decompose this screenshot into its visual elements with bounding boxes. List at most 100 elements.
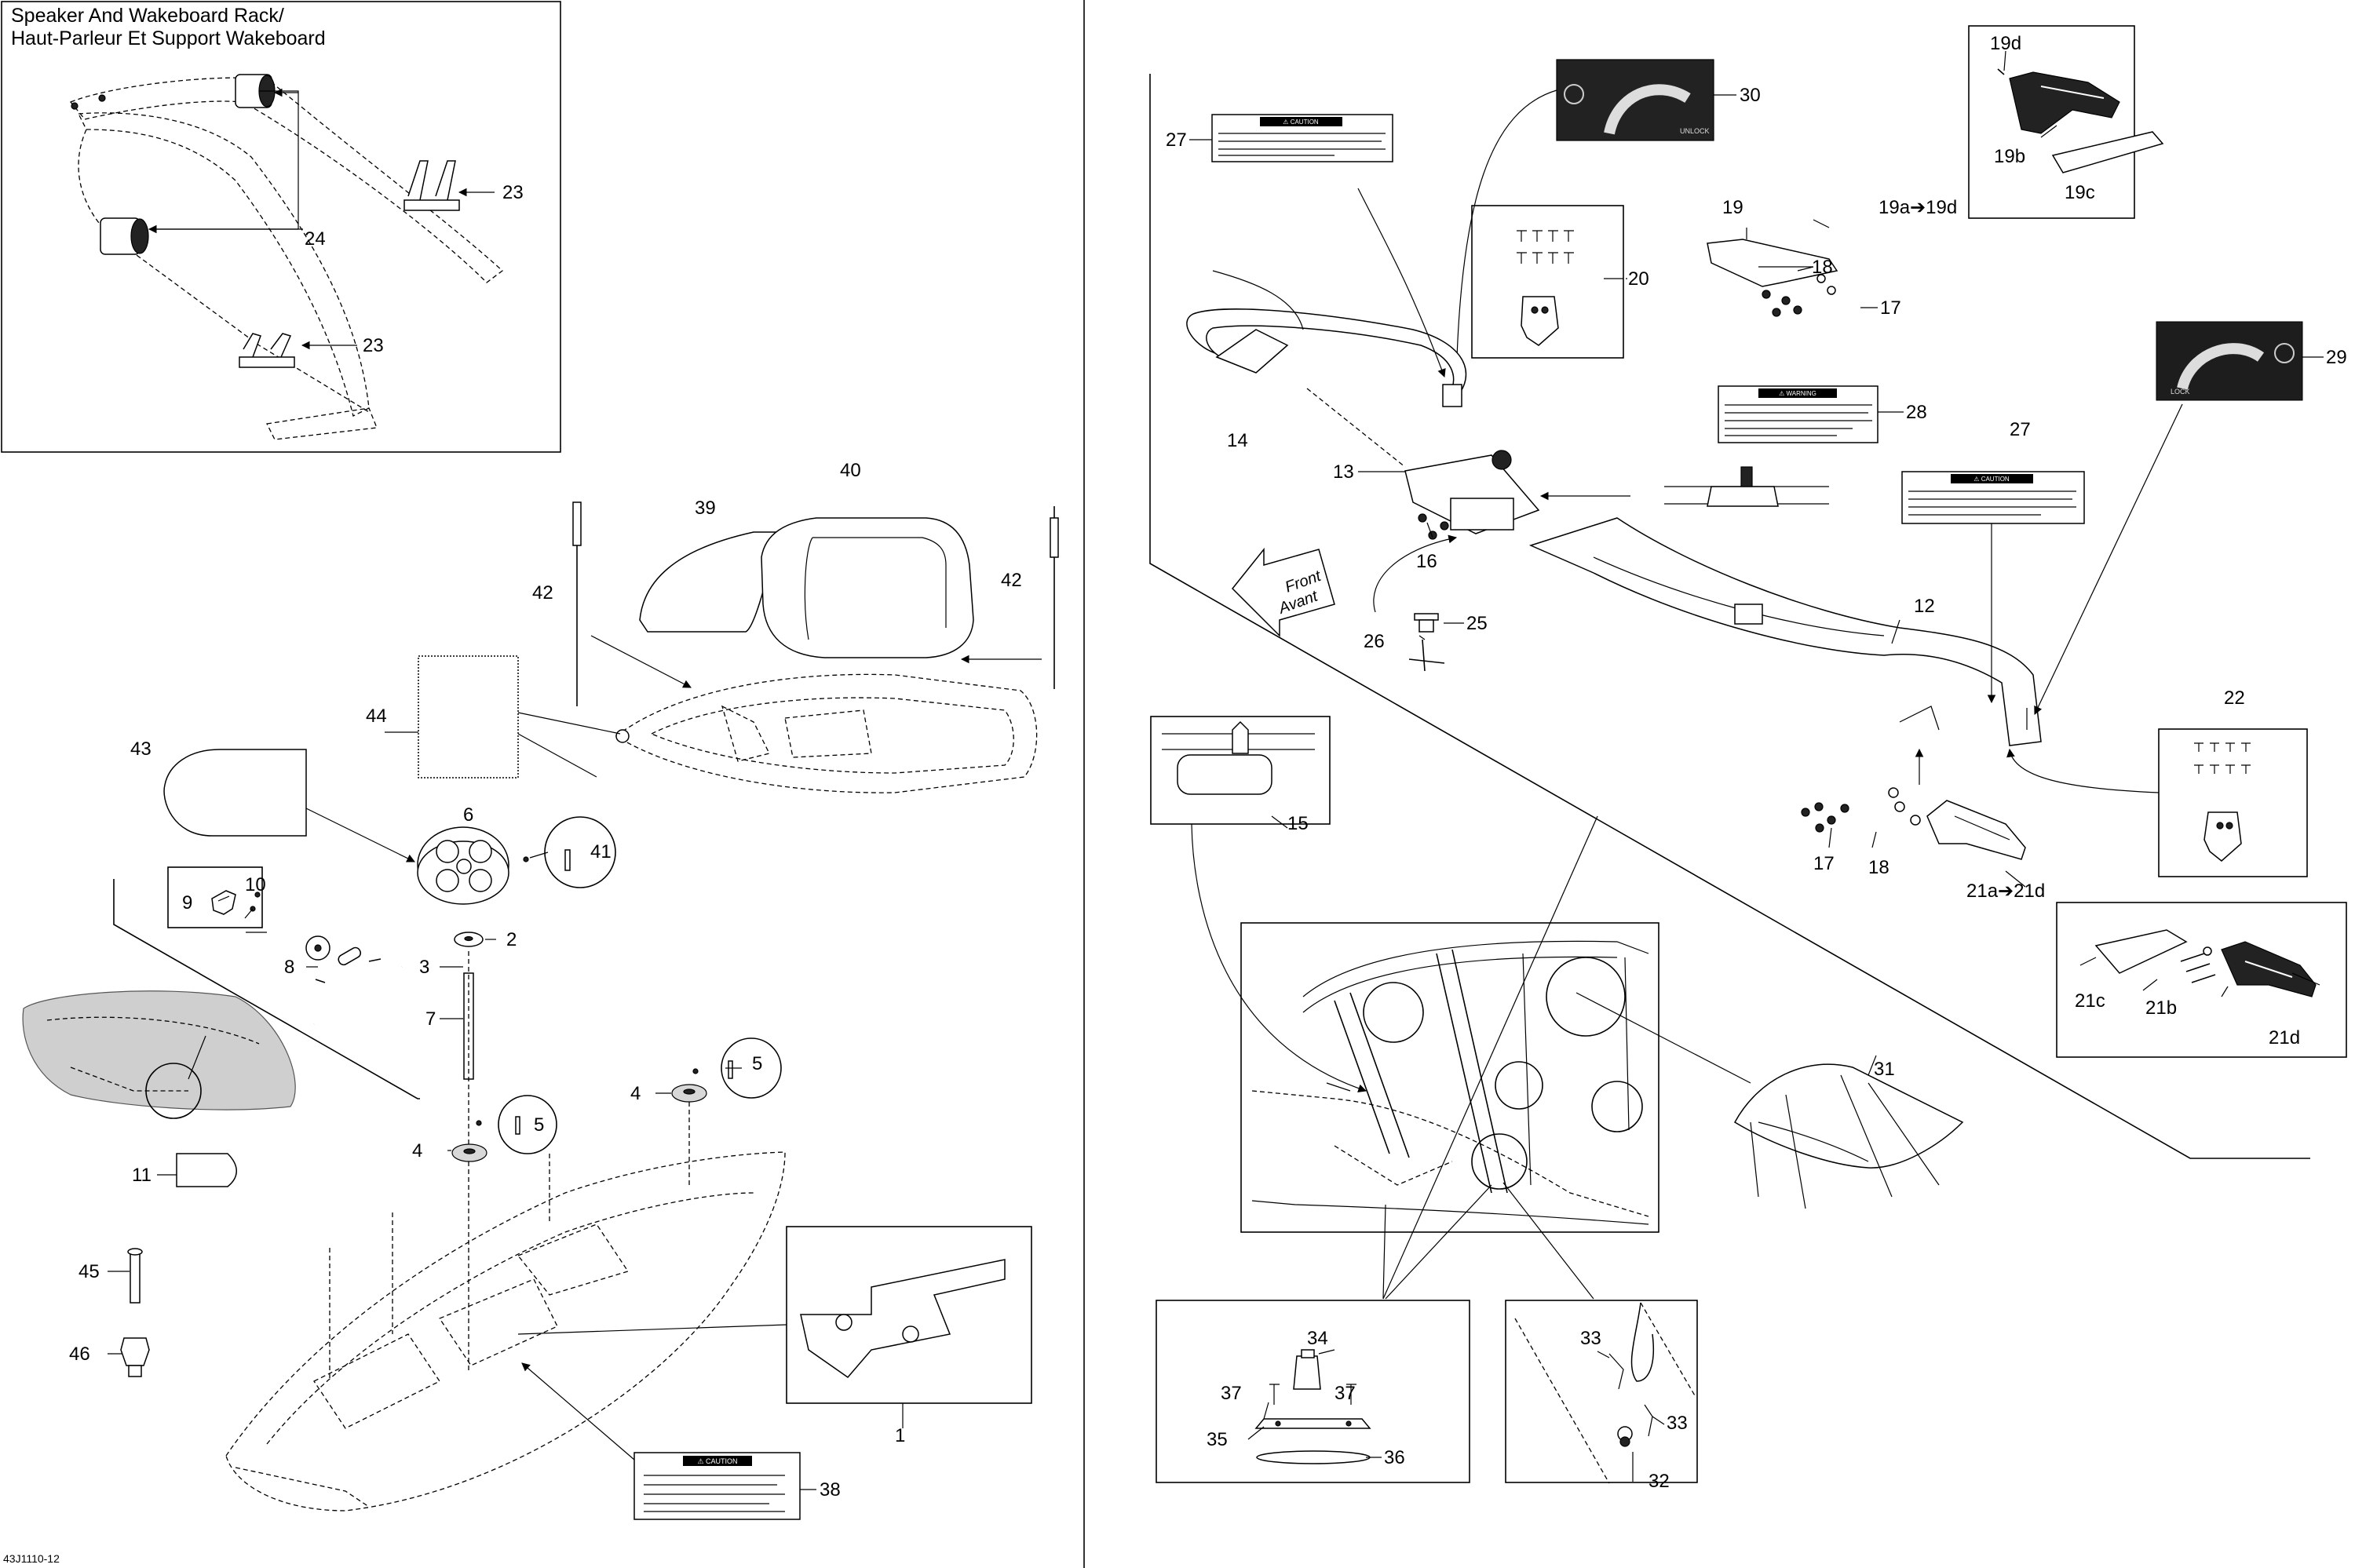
decal-38-caution-text: ⚠ CAUTION: [697, 1457, 737, 1465]
callout-17-lower: 17: [1813, 853, 1835, 874]
callout-15: 15: [1287, 813, 1309, 834]
detail-circle-41: [544, 816, 616, 888]
latch-parts-8: [305, 935, 403, 1026]
left-label-leaders: [108, 731, 904, 1490]
cover-39: [639, 531, 778, 633]
pin-41: [523, 849, 571, 871]
decal-28-warning-text: ⚠ WARNING: [1779, 390, 1816, 397]
callout-42-right: 42: [1001, 570, 1022, 591]
callout-45: 45: [78, 1261, 100, 1282]
detail-box-21: [2056, 902, 2347, 1058]
callout-20: 20: [1628, 268, 1649, 290]
fitting-25: [1414, 613, 1439, 633]
boundary-line-left: [113, 879, 420, 1099]
callout-2: 2: [506, 929, 517, 950]
hull-iso-view: [225, 1151, 786, 1511]
callout-18-top: 18: [1812, 257, 1833, 278]
callout-23-top: 23: [502, 182, 524, 203]
callout-19b: 19b: [1994, 146, 2025, 167]
decal-29: LOCK: [2156, 321, 2303, 401]
callout-44: 44: [366, 706, 387, 727]
boat-tower-view: [1251, 940, 1649, 1225]
grommet-4-upper: [671, 1084, 707, 1103]
caution-decal-27-right: ⚠ CAUTION: [1901, 471, 2085, 524]
callout-1: 1: [895, 1425, 905, 1446]
callout-27-top: 27: [1166, 129, 1187, 151]
mirror-15: [1162, 720, 1315, 795]
base-35: [1254, 1418, 1371, 1429]
detail-box-15: [1150, 716, 1331, 825]
callout-21b: 21b: [2145, 997, 2177, 1019]
callout-24: 24: [305, 228, 326, 250]
callout-22: 22: [2224, 687, 2245, 709]
callout-8: 8: [284, 957, 294, 978]
screws-37: [1269, 1384, 1356, 1405]
inset-tower-drawing: [69, 74, 504, 440]
plate-21c: [2094, 929, 2188, 974]
bow-detail-11-view: [22, 990, 296, 1119]
callout-7: 7: [425, 1008, 436, 1030]
part-28: ⚠ WARNING: [1718, 385, 1879, 443]
callout-16: 16: [1416, 551, 1437, 572]
callout-19: 19: [1722, 197, 1743, 218]
callout-36: 36: [1384, 1447, 1405, 1468]
pin-5-upper: [728, 1060, 733, 1079]
gasket-36: [1256, 1450, 1371, 1464]
mount-34: [1293, 1349, 1321, 1390]
bracket-21: [1926, 800, 2026, 860]
callout-18-lower: 18: [1868, 857, 1889, 878]
fitting-46: [120, 1337, 150, 1377]
boundary-line-right: [1149, 74, 2310, 1159]
speaker-grille-6: [417, 826, 509, 905]
callout-29: 29: [2326, 347, 2347, 368]
detail-circle-5-lower: [498, 1095, 557, 1154]
callout-27-right: 27: [2010, 419, 2031, 440]
callout-42-left: 42: [532, 582, 553, 603]
callout-14: 14: [1227, 430, 1248, 451]
callout-labels: 23 23 24 39 40 42 42 44 43 6 41 10 9 2 3…: [69, 33, 2347, 1501]
callout-19c: 19c: [2065, 182, 2095, 203]
callout-19-range: 19a➔19d: [1879, 197, 1957, 218]
rear-tube-12: [1528, 517, 2042, 746]
bracket-21d: [2221, 941, 2317, 997]
callout-34: 34: [1307, 1328, 1328, 1349]
map-44: [418, 655, 519, 779]
callout-26: 26: [1364, 631, 1385, 652]
detail-box-32-33: [1505, 1300, 1698, 1483]
bolts-21b: [2180, 946, 2216, 983]
inset-title-line1: Speaker And Wakeboard Rack/: [11, 5, 284, 27]
clamp-13: [1404, 450, 1540, 534]
hardware-17-18-top: [1762, 274, 1836, 317]
detail-box-20: [1471, 205, 1624, 359]
callout-31: 31: [1874, 1059, 1895, 1080]
callout-37-right: 37: [1334, 1383, 1356, 1404]
grommet-4-lower: [451, 1143, 487, 1162]
decal-30: UNLOCK: [1556, 59, 1714, 141]
callout-3: 3: [419, 957, 429, 978]
strap-42-right: [1050, 506, 1059, 689]
screw-10: [254, 892, 261, 898]
strap-detail-32-33: [1514, 1302, 1696, 1484]
callout-32: 32: [1648, 1471, 1670, 1492]
fitting-45: [127, 1248, 143, 1304]
caution-decal-38: ⚠ CAUTION: [633, 1452, 801, 1520]
hardware-17-18-lower: [1801, 787, 1921, 833]
callout-11: 11: [132, 1165, 152, 1186]
detail-box-boat-tower: [1240, 922, 1659, 1233]
callout-38: 38: [820, 1479, 841, 1501]
decal-27-top-caution-text: ⚠ CAUTION: [1283, 119, 1319, 126]
callout-17-top: 17: [1880, 297, 1901, 319]
callout-40: 40: [840, 460, 861, 481]
tower-31: [1733, 1063, 1964, 1209]
caution-decal-27-top: ⚠ CAUTION: [1211, 114, 1393, 162]
callout-37-left: 37: [1221, 1383, 1242, 1404]
bezel-11: [176, 1153, 237, 1187]
bracket-19b: [1997, 68, 2120, 134]
callout-10: 10: [245, 874, 266, 895]
callout-5-lower: 5: [534, 1114, 544, 1136]
callout-41: 41: [590, 841, 612, 862]
inset-leaders: [148, 88, 495, 350]
plate-1: [800, 1259, 1006, 1379]
detail-box-9-10: [167, 866, 263, 928]
